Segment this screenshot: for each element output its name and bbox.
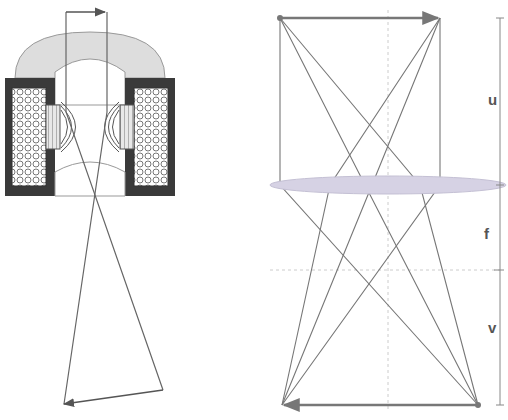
dimension-label: u xyxy=(486,92,499,109)
electron-rays xyxy=(64,12,163,404)
left-coil xyxy=(12,88,46,186)
image-arrow xyxy=(64,390,163,404)
optical-axis xyxy=(388,10,389,410)
thin-lens xyxy=(270,176,506,194)
object-arrow xyxy=(66,11,105,13)
field-lines xyxy=(61,102,119,152)
left-pole-piece xyxy=(46,105,60,149)
image-arrow xyxy=(284,404,478,407)
dimension-label: f xyxy=(482,226,491,243)
focal-plane xyxy=(270,270,500,271)
magnetic-lens xyxy=(5,12,175,404)
dimension-line xyxy=(494,18,504,405)
rays xyxy=(280,18,478,405)
object-arrow xyxy=(280,17,438,20)
right-coil xyxy=(134,88,168,186)
object-end xyxy=(277,15,283,21)
image-end xyxy=(475,402,481,408)
ray-diagram xyxy=(270,10,506,410)
dimension-label: v xyxy=(486,320,498,337)
right-pole-piece xyxy=(120,105,134,149)
